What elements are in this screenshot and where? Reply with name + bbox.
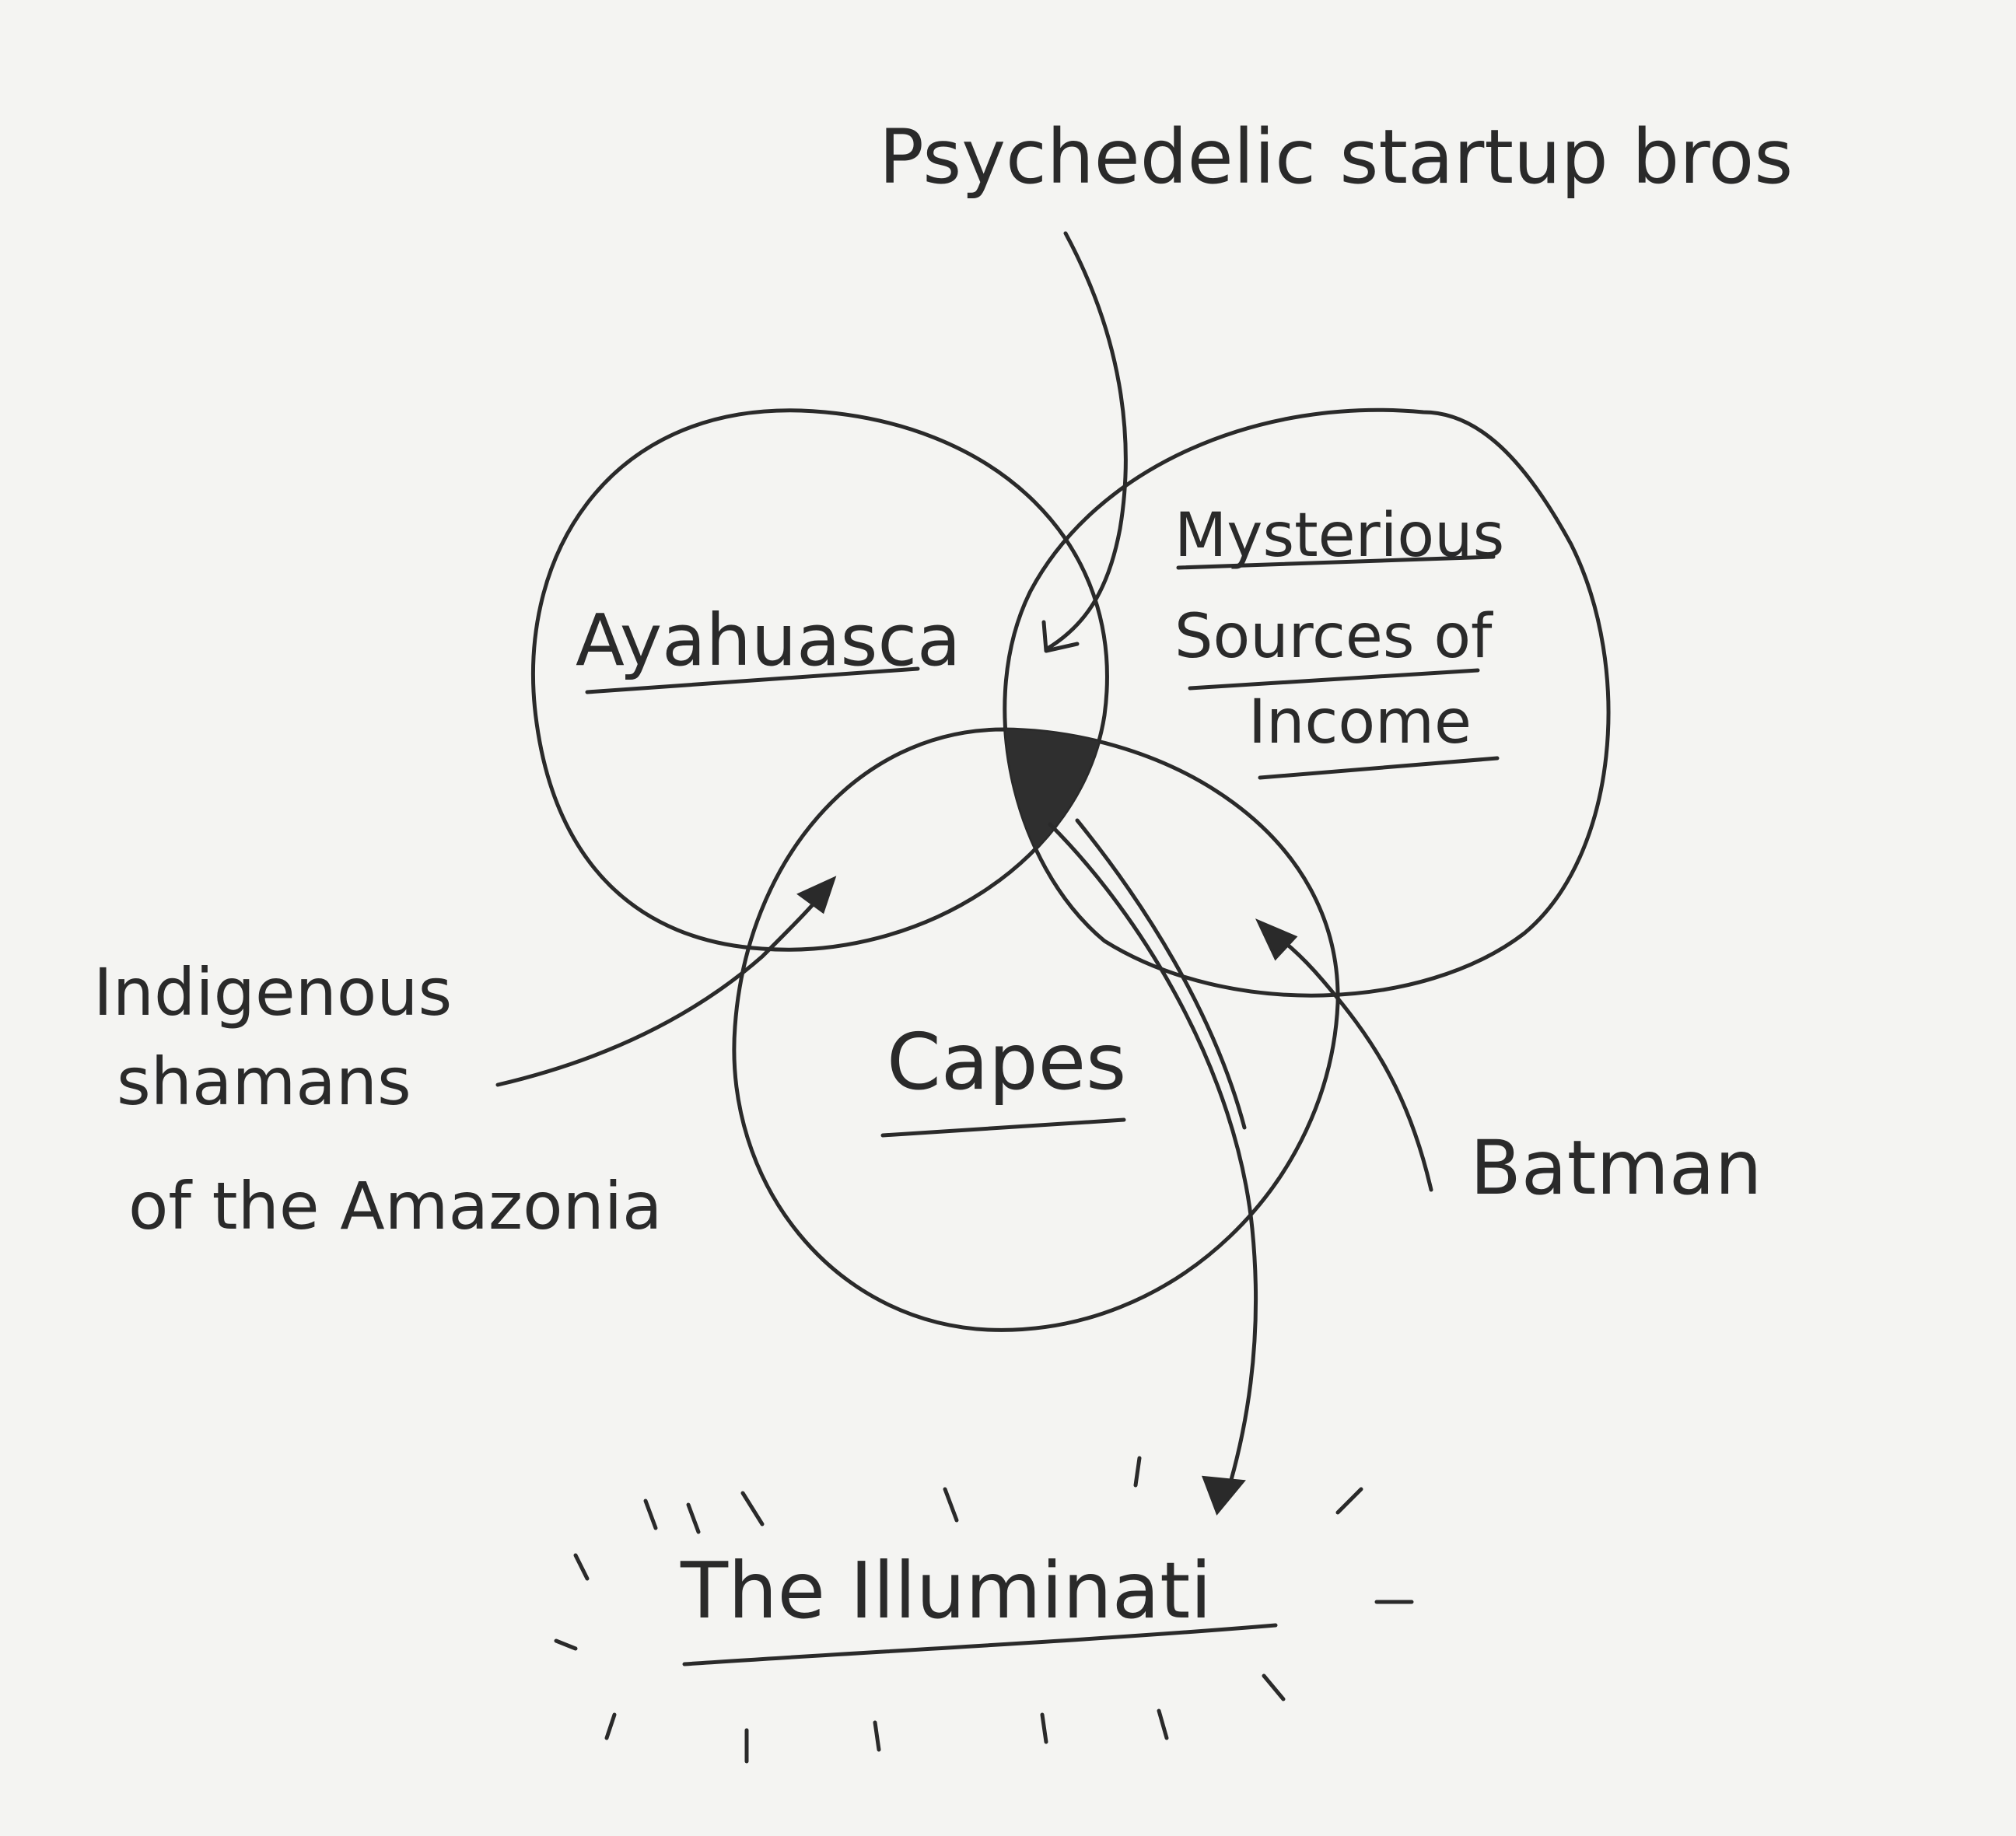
startup-bros-label: Psychedelic startup bros (879, 114, 1793, 201)
shamans-arrow (495, 884, 831, 1087)
illuminati-radiance (554, 1456, 1414, 1764)
illuminati-underline (682, 1623, 1278, 1666)
shamans-arrowhead (796, 876, 837, 915)
batman-arrowhead (1255, 918, 1298, 961)
income-label-line-3: Income (1248, 687, 1472, 757)
income-underline-1 (1176, 554, 1496, 570)
income-underline-3 (1258, 756, 1500, 780)
ayahuasca-underline (585, 666, 920, 694)
illuminati-arrow (1048, 822, 1258, 1503)
shamans-label-line-1: Indigenous (93, 954, 452, 1030)
batman-label: Batman (1470, 1124, 1762, 1212)
shamans-label-line-2: shamans (117, 1044, 411, 1120)
illuminati-arrowhead (1201, 1475, 1246, 1516)
batman-arrow (1265, 927, 1433, 1192)
income-label-line-2: Sources of (1174, 602, 1493, 672)
illuminati-label: The Illuminati (680, 1545, 1212, 1636)
capes-underline (880, 1117, 1126, 1138)
ayahuasca-label: Ayahuasca (576, 599, 961, 682)
income-underline-2 (1188, 668, 1480, 691)
shamans-label-line-3: of the Amazonia (128, 1168, 663, 1244)
income-circle (1003, 407, 1611, 998)
startup-bros-arrowhead (1041, 620, 1080, 653)
capes-circle (732, 727, 1340, 1332)
startup-bros-arrow (1044, 231, 1128, 652)
capes-label: Capes (887, 1016, 1126, 1107)
illuminati-arrow-second-stroke (1075, 818, 1247, 1130)
